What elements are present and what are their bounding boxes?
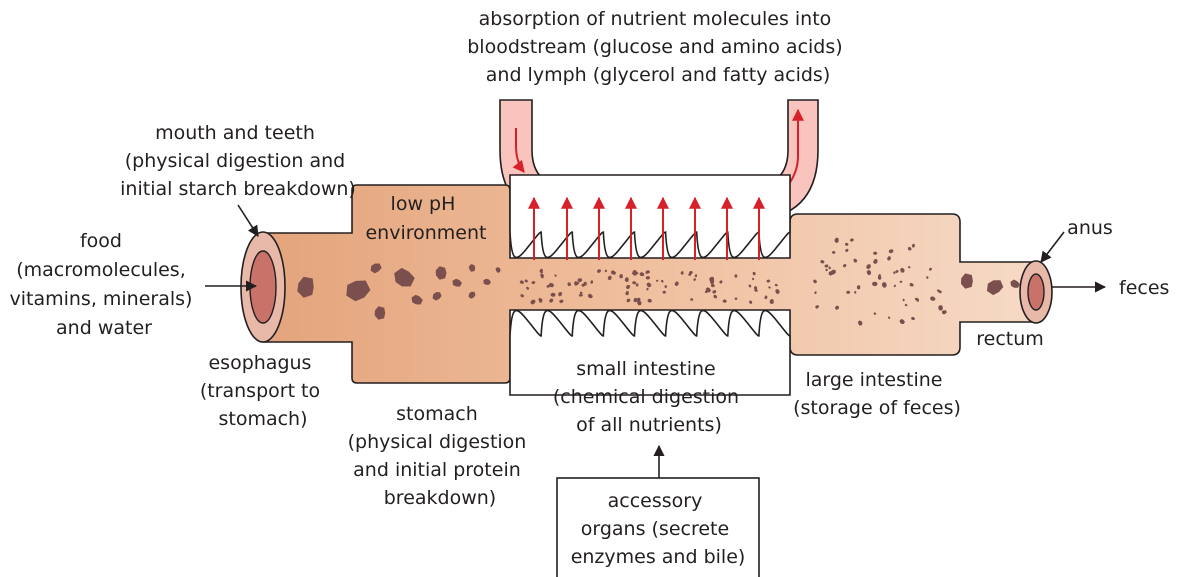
mouth-pointer-arrow [238,205,258,236]
anus-pointer-arrow [1041,232,1064,262]
large-intestine-label: large intestine (storage of feces) [793,369,961,419]
small-intestine-lower-wall [510,311,790,395]
mouth-opening [241,232,285,342]
small-intestine-label: small intestine (chemical digestion of a… [553,358,745,436]
stomach-label: stomach (physical digestion and initial … [348,403,533,509]
food-label: food (macromolecules, vitamins, minerals… [9,230,198,339]
small-intestine-upper-wall [510,175,790,257]
feces-label: feces [1119,277,1169,299]
absorption-label: absorption of nutrient molecules into bl… [467,8,848,86]
esophagus-label: esophagus (transport to stomach) [200,352,326,430]
mouth-label: mouth and teeth (physical digestion and … [120,122,356,200]
anus-label: anus [1067,217,1113,239]
rectum-label: rectum [976,328,1044,350]
anus-opening [1020,261,1052,323]
